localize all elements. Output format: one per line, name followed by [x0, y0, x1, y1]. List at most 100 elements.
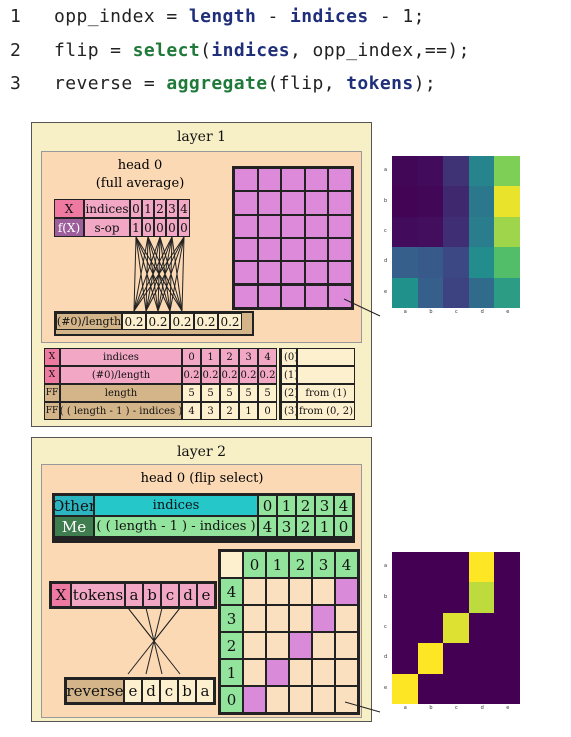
attention-cell	[282, 285, 304, 307]
heatmap-cell	[417, 552, 444, 583]
x-label: X	[51, 583, 71, 607]
grid-cell	[266, 632, 289, 659]
heatmap-y-tick: e	[384, 288, 388, 295]
code-token: (flip,	[267, 73, 347, 94]
attention-cell	[235, 169, 257, 191]
attention-cell	[329, 238, 351, 261]
heatmap-cell	[494, 582, 521, 614]
heatmap-y-tick: d	[384, 258, 388, 265]
heatmap-cell	[443, 673, 470, 705]
heatmap-y-tick: b	[384, 593, 388, 600]
attention-cell	[305, 238, 328, 261]
out-value: c	[160, 679, 178, 703]
grid-col-header: 0	[243, 551, 266, 578]
attention-cell	[258, 285, 281, 307]
other-value: 3	[315, 495, 334, 516]
heatmap-y-tick: a	[384, 167, 388, 174]
grid-cell	[312, 686, 335, 713]
other-value: 2	[296, 495, 315, 516]
row-tag: X	[44, 348, 60, 366]
heatmap-cell	[468, 247, 495, 279]
fx-value: 0	[154, 218, 166, 237]
attention-cell	[235, 215, 257, 237]
out-value: e	[124, 679, 142, 703]
x-value: 2	[154, 199, 166, 218]
heatmap-cell	[468, 277, 495, 309]
x-label: X	[54, 199, 84, 218]
grid-cell	[335, 578, 358, 605]
grid-row-header: 2	[220, 632, 243, 659]
x-value: 4	[178, 199, 190, 218]
attention-cell	[329, 285, 351, 307]
x-value: 3	[166, 199, 178, 218]
heatmap-cell	[468, 156, 495, 187]
grid-cell	[266, 605, 289, 632]
heatmap-cell	[392, 552, 419, 583]
heatmap-cell	[417, 186, 444, 218]
row-value: 0.2	[201, 366, 220, 384]
heatmap-cell	[417, 612, 444, 644]
heatmap-cell	[494, 156, 521, 187]
code-token: select	[132, 40, 201, 61]
row-source: from (0, 2)	[297, 402, 355, 420]
heatmap-cell	[494, 643, 521, 675]
code-text: opp_index = length - indices - 1;	[54, 6, 425, 27]
token-value: e	[197, 583, 215, 607]
heatmap-cell	[468, 673, 495, 705]
reverse-row: reverse e d c b a	[64, 677, 216, 705]
heatmap-cell	[494, 673, 521, 705]
heatmap-cell	[417, 673, 444, 705]
attention-cell	[282, 215, 304, 237]
heatmap-x-tick: d	[480, 705, 484, 711]
heatmap-cell	[392, 673, 419, 705]
heatmap-cell	[417, 277, 444, 309]
fx-value: 0	[142, 218, 154, 237]
attention-cell	[258, 215, 281, 237]
me-value: 2	[296, 516, 315, 537]
grid-row-header: 0	[220, 686, 243, 713]
attention-cell	[282, 262, 304, 284]
head-subtitle: (full average)	[95, 176, 185, 191]
grid-cell	[266, 659, 289, 686]
grid-cell	[289, 659, 312, 686]
layer-1-title: layer 1	[176, 129, 227, 145]
token-value: d	[179, 583, 197, 607]
head-title: head 0	[117, 158, 163, 173]
code-token: reverse =	[54, 73, 167, 94]
attention-cell	[235, 238, 257, 261]
row-tag: FF	[44, 384, 60, 402]
code-token: length	[188, 6, 257, 27]
grid-row-header: 1	[220, 659, 243, 686]
layer-2-title: layer 2	[176, 444, 227, 460]
heatmap-cell	[494, 612, 521, 644]
layer-1-head-0: head 0 (full average) X indices 0 1 2 3 …	[41, 151, 362, 343]
other-value: 0	[258, 495, 277, 516]
other-label: Other	[54, 495, 94, 516]
heatmap-cell	[468, 643, 495, 675]
attention-cell	[305, 215, 328, 237]
layer-2-head-0: head 0 (flip select) Other indices 0 1 2…	[41, 464, 362, 718]
row-value: 5	[258, 384, 277, 402]
heatmap-x-tick: b	[429, 705, 433, 711]
heatmap-cell	[392, 156, 419, 187]
fx-name: s-op	[84, 218, 130, 237]
attention-cell	[305, 262, 328, 284]
row-value: 0	[182, 348, 201, 366]
row-value: 5	[201, 384, 220, 402]
head-title: head 0 (flip select)	[140, 471, 264, 486]
x-name: indices	[84, 199, 130, 218]
grid-cell	[243, 632, 266, 659]
grid-cell	[243, 659, 266, 686]
out-name: (#0)/length	[56, 313, 122, 330]
heatmap-x-tick: e	[506, 309, 510, 315]
me-value: 4	[258, 516, 277, 537]
out-value: d	[142, 679, 160, 703]
row-name: ( ( length - 1 ) - indices )	[60, 402, 182, 420]
code-token: aggregate	[166, 73, 268, 94]
heatmap-cell	[443, 582, 470, 614]
heatmap-cell	[468, 612, 495, 644]
